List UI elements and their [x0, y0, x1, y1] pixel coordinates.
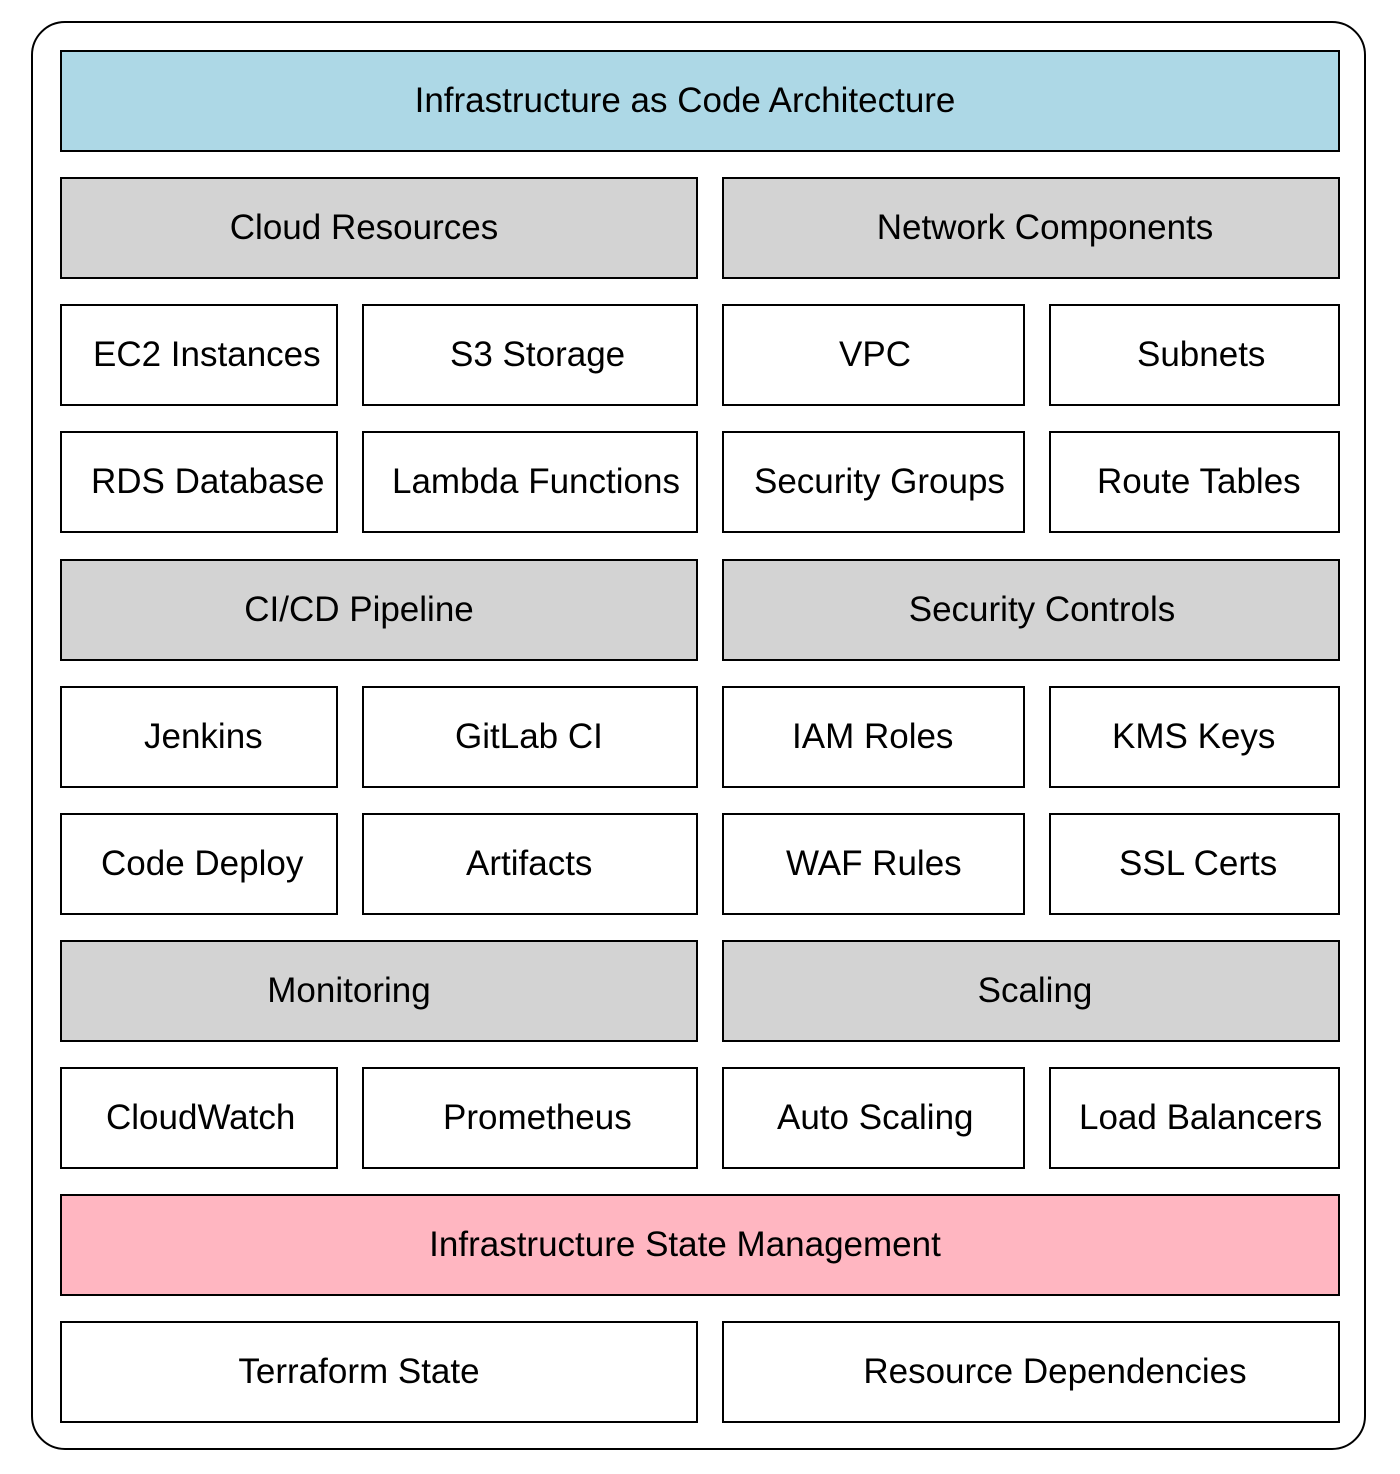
component-ssl-certs: SSL Certs	[1049, 813, 1340, 915]
component-jenkins: Jenkins	[60, 686, 338, 788]
component-waf-rules: WAF Rules	[722, 813, 1025, 915]
component-vpc-label: VPC	[839, 335, 911, 374]
section-cloud-resources: Cloud Resources	[60, 177, 698, 279]
component-security-groups-label: Security Groups	[754, 462, 1005, 501]
diagram-title: Infrastructure as Code Architecture	[60, 50, 1340, 152]
component-prometheus: Prometheus	[362, 1067, 698, 1169]
section-network-components: Network Components	[722, 177, 1340, 279]
component-iam-roles-label: IAM Roles	[792, 717, 954, 756]
component-terraform-state-label: Terraform State	[238, 1352, 480, 1391]
component-ssl-certs-label: SSL Certs	[1119, 844, 1278, 883]
section-security-controls: Security Controls	[722, 559, 1340, 661]
component-security-groups: Security Groups	[722, 431, 1025, 533]
component-auto-scaling-label: Auto Scaling	[777, 1098, 974, 1137]
component-gitlab-ci-label: GitLab CI	[455, 717, 603, 756]
section-security-controls-label: Security Controls	[908, 590, 1176, 629]
component-route-tables: Route Tables	[1049, 431, 1340, 533]
component-code-deploy-label: Code Deploy	[101, 844, 304, 883]
component-s3-storage: S3 Storage	[362, 304, 698, 406]
component-rds-database-label: RDS Database	[91, 462, 325, 501]
component-iam-roles: IAM Roles	[722, 686, 1025, 788]
component-jenkins-label: Jenkins	[144, 717, 263, 756]
section-network-components-label: Network Components	[876, 208, 1214, 247]
component-cloudwatch-label: CloudWatch	[106, 1098, 296, 1137]
component-kms-keys-label: KMS Keys	[1112, 717, 1276, 756]
component-gitlab-ci: GitLab CI	[362, 686, 698, 788]
component-artifacts-label: Artifacts	[466, 844, 593, 883]
component-lambda-functions: Lambda Functions	[362, 431, 698, 533]
diagram-title-label: Infrastructure as Code Architecture	[414, 81, 956, 120]
component-kms-keys: KMS Keys	[1049, 686, 1340, 788]
component-prometheus-label: Prometheus	[443, 1098, 632, 1137]
component-load-balancers: Load Balancers	[1049, 1067, 1340, 1169]
component-s3-storage-label: S3 Storage	[450, 335, 626, 374]
section-cicd-pipeline: CI/CD Pipeline	[60, 559, 698, 661]
component-load-balancers-label: Load Balancers	[1079, 1098, 1323, 1137]
component-ec2-instances-label: EC2 Instances	[93, 335, 321, 374]
component-waf-rules-label: WAF Rules	[786, 844, 962, 883]
section-scaling: Scaling	[722, 940, 1340, 1042]
component-ec2-instances: EC2 Instances	[60, 304, 338, 406]
component-resource-dependencies-label: Resource Dependencies	[863, 1352, 1247, 1391]
component-code-deploy: Code Deploy	[60, 813, 338, 915]
component-lambda-functions-label: Lambda Functions	[392, 462, 680, 501]
component-route-tables-label: Route Tables	[1097, 462, 1301, 501]
section-monitoring-label: Monitoring	[267, 971, 431, 1010]
component-resource-dependencies: Resource Dependencies	[722, 1321, 1340, 1423]
component-subnets: Subnets	[1049, 304, 1340, 406]
component-cloudwatch: CloudWatch	[60, 1067, 338, 1169]
component-subnets-label: Subnets	[1137, 335, 1266, 374]
component-artifacts: Artifacts	[362, 813, 698, 915]
component-terraform-state: Terraform State	[60, 1321, 698, 1423]
state-management-header: Infrastructure State Management	[60, 1194, 1340, 1296]
state-management-label: Infrastructure State Management	[429, 1225, 941, 1264]
component-auto-scaling: Auto Scaling	[722, 1067, 1025, 1169]
section-cloud-resources-label: Cloud Resources	[229, 208, 499, 247]
section-scaling-label: Scaling	[977, 971, 1093, 1010]
section-monitoring: Monitoring	[60, 940, 698, 1042]
section-cicd-pipeline-label: CI/CD Pipeline	[244, 590, 474, 629]
component-vpc: VPC	[722, 304, 1025, 406]
component-rds-database: RDS Database	[60, 431, 338, 533]
